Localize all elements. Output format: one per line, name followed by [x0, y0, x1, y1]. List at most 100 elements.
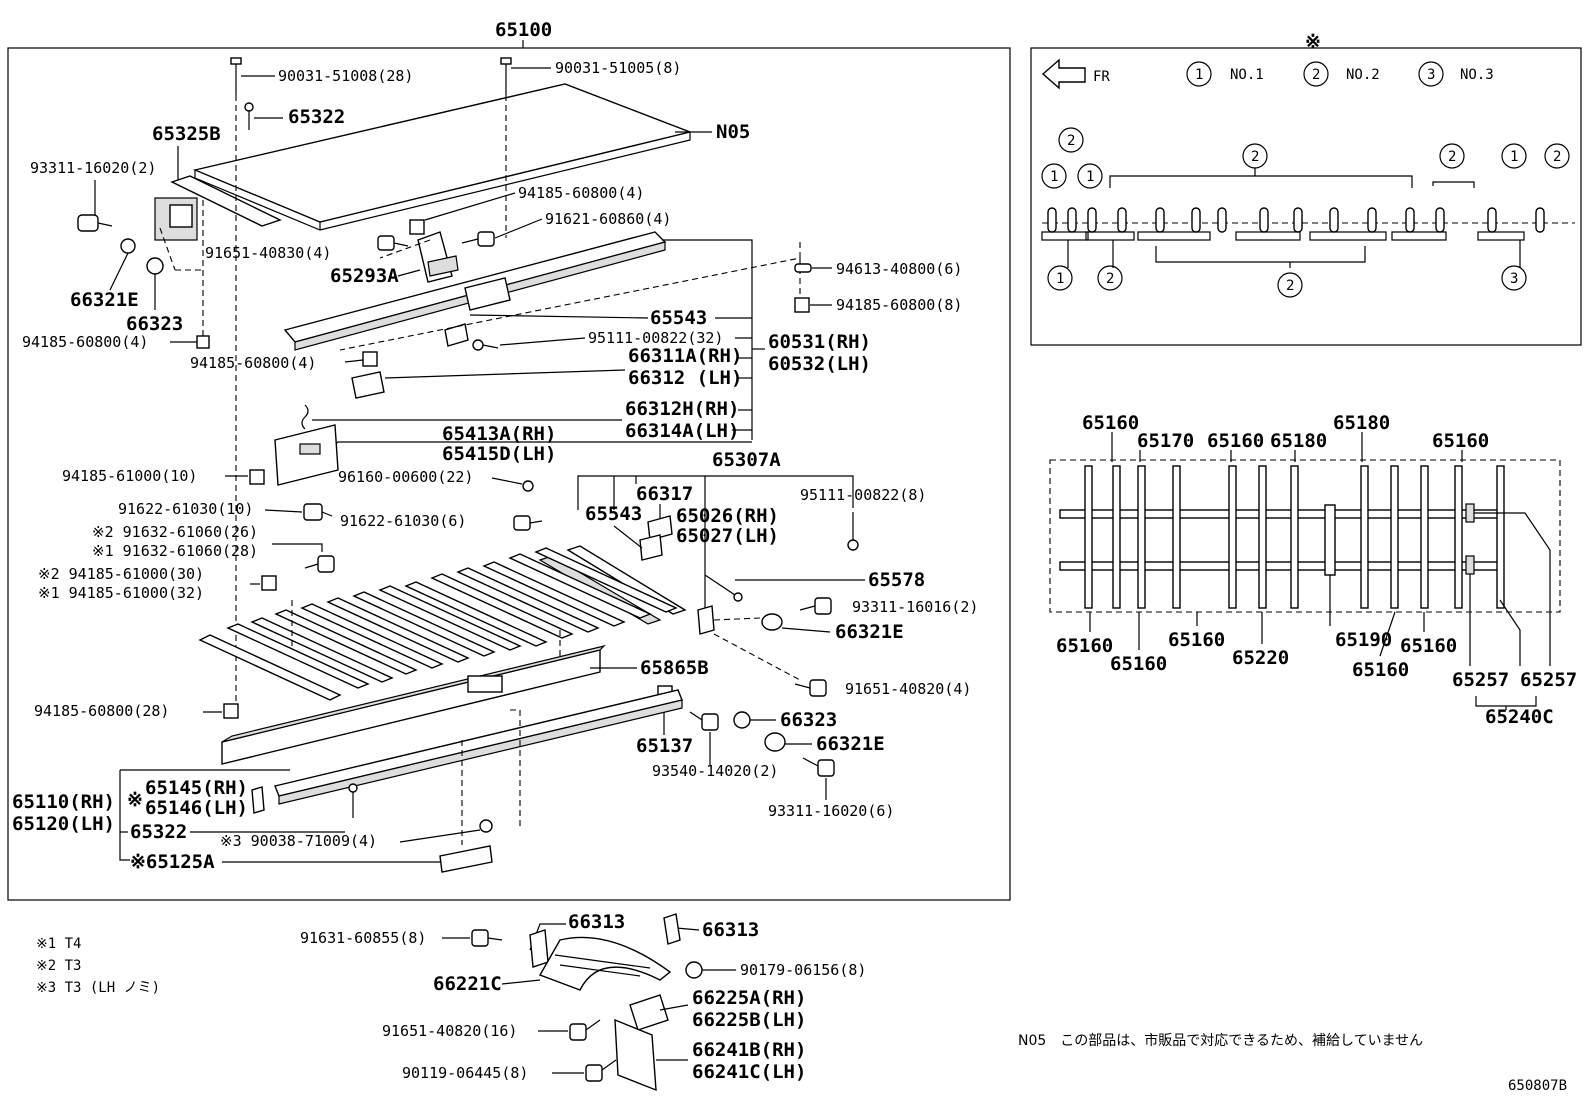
label-65325b[interactable]: 65325B [152, 123, 221, 145]
label-65322-b[interactable]: 65322 [130, 821, 187, 843]
label-65026[interactable]: 65026(RH) [676, 505, 779, 527]
label-94185-60800-4c[interactable]: 94185-60800(4) [190, 354, 316, 372]
label-66225a[interactable]: 66225A(RH) [692, 987, 806, 1009]
label-95111-00822-32[interactable]: 95111-00822(32) [588, 329, 723, 347]
label-93311-16020-6[interactable]: 93311-16020(6) [768, 802, 894, 820]
label-65865b[interactable]: 65865B [640, 657, 709, 679]
label-91622-61030-6[interactable]: 91622-61030(6) [340, 512, 466, 530]
layout-assembly[interactable]: 65240C [1485, 706, 1554, 728]
washer-icon [479, 819, 493, 833]
label-66313-b[interactable]: 66313 [702, 919, 759, 941]
layout-bottom-1[interactable]: 65160 [1110, 653, 1167, 675]
label-90119-06445[interactable]: 90119-06445(8) [402, 1064, 528, 1082]
label-91632-61060-28[interactable]: ※1 91632-61060(28) [92, 542, 258, 560]
label-95111-00822-8[interactable]: 95111-00822(8) [800, 486, 926, 504]
slat-marker [1047, 207, 1057, 233]
crossmember-bar [1290, 465, 1299, 609]
label-94185-61000-32[interactable]: ※1 94185-61000(32) [38, 584, 204, 602]
label-65293a[interactable]: 65293A [330, 265, 399, 287]
label-91621-60860[interactable]: 91621-60860(4) [545, 210, 671, 228]
label-93311-16020-2[interactable]: 93311-16020(2) [30, 159, 156, 177]
mudguard-group: 91631-60855(8) 66313 66313 66221C 90179-… [300, 911, 866, 1092]
label-91651-40820-4[interactable]: 91651-40820(4) [845, 680, 971, 698]
label-90031-51005[interactable]: 90031-51005(8) [555, 59, 681, 77]
label-66312h[interactable]: 66312H(RH) [625, 398, 739, 420]
layout-top-0[interactable]: 65160 [1082, 412, 1139, 434]
label-65307a[interactable]: 65307A [712, 449, 781, 471]
label-94185-61000-10[interactable]: 94185-61000(10) [62, 467, 197, 485]
label-91651-40820-16[interactable]: 91651-40820(16) [382, 1022, 517, 1040]
label-65415d[interactable]: 65415D(LH) [442, 443, 556, 465]
label-66314a[interactable]: 66314A(LH) [625, 420, 739, 442]
label-94185-60800-8[interactable]: 94185-60800(8) [836, 296, 962, 314]
label-65413a[interactable]: 65413A(RH) [442, 423, 556, 445]
label-66321e-a[interactable]: 66321E [70, 289, 139, 311]
label-90179-06156[interactable]: 90179-06156(8) [740, 961, 866, 979]
label-94185-60800-4a[interactable]: 94185-60800(4) [22, 333, 148, 351]
label-94185-61000-30[interactable]: ※2 94185-61000(30) [38, 565, 204, 583]
label-91622-61030-10[interactable]: 91622-61030(10) [118, 500, 253, 518]
mark-65145: ※ [127, 789, 143, 811]
layout-top-2[interactable]: 65160 [1207, 430, 1264, 452]
label-66221c[interactable]: 66221C [433, 973, 502, 995]
label-93540-14020[interactable]: 93540-14020(2) [652, 762, 778, 780]
label-96160-00600[interactable]: 96160-00600(22) [338, 468, 473, 486]
label-65137[interactable]: 65137 [636, 735, 693, 757]
layout-bottom-6[interactable]: 65160 [1400, 635, 1457, 657]
label-66313-a[interactable]: 66313 [568, 911, 625, 933]
note-3: ※3 T3 (LH ノミ) [36, 980, 160, 996]
layout-bottom-2[interactable]: 65160 [1168, 629, 1225, 651]
layout-bottom-7[interactable]: 65257 [1452, 669, 1509, 691]
label-65120[interactable]: 65120(LH) [12, 813, 115, 835]
label-94613-40800[interactable]: 94613-40800(6) [836, 260, 962, 278]
bolt-icon [569, 1019, 601, 1041]
label-66241c[interactable]: 66241C(LH) [692, 1061, 806, 1083]
layout-top-4[interactable]: 65180 [1333, 412, 1390, 434]
label-65125a[interactable]: ※65125A [130, 851, 215, 873]
layout-top-1[interactable]: 65170 [1137, 430, 1194, 452]
label-65110[interactable]: 65110(RH) [12, 791, 115, 813]
layout-top-5[interactable]: 65160 [1432, 430, 1489, 452]
label-60531[interactable]: 60531(RH) [768, 331, 871, 353]
label-60532[interactable]: 60532(LH) [768, 353, 871, 375]
assembly-number[interactable]: 65100 [495, 19, 552, 41]
slat-marker [1117, 207, 1127, 233]
label-66317[interactable]: 66317 [636, 483, 693, 505]
layout-bottom-4[interactable]: 65190 [1335, 629, 1392, 651]
bolt-icon [500, 57, 512, 95]
label-94185-60800-28[interactable]: 94185-60800(28) [34, 702, 169, 720]
label-93311-16016[interactable]: 93311-16016(2) [852, 598, 978, 616]
label-65543-a[interactable]: 65543 [650, 307, 707, 329]
label-66323-a[interactable]: 66323 [126, 313, 183, 335]
label-91632-61060-26[interactable]: ※2 91632-61060(26) [92, 523, 258, 541]
label-65027[interactable]: 65027(LH) [676, 525, 779, 547]
label-91631-60855[interactable]: 91631-60855(8) [300, 929, 426, 947]
label-65322-top[interactable]: 65322 [288, 106, 345, 128]
label-66241b[interactable]: 66241B(RH) [692, 1039, 806, 1061]
label-94185-60800-4b[interactable]: 94185-60800(4) [518, 184, 644, 202]
label-66311a[interactable]: 66311A(RH) [628, 345, 742, 367]
label-65578[interactable]: 65578 [868, 569, 925, 591]
label-66323-b[interactable]: 66323 [780, 709, 837, 731]
label-65146[interactable]: 65146(LH) [145, 797, 248, 819]
layout-top-3[interactable]: 65180 [1270, 430, 1327, 452]
label-65543-b[interactable]: 65543 [585, 503, 642, 525]
label-65145[interactable]: 65145(RH) [145, 777, 248, 799]
layout-bottom-3[interactable]: 65220 [1232, 647, 1289, 669]
label-66225b[interactable]: 66225B(LH) [692, 1009, 806, 1031]
bracket-65145 [251, 786, 265, 814]
label-66321e-b[interactable]: 66321E [835, 621, 904, 643]
slat-pad [1309, 231, 1387, 241]
layout-bottom-5[interactable]: 65160 [1352, 659, 1409, 681]
label-n05[interactable]: N05 [716, 121, 750, 143]
layout-bottom-0[interactable]: 65160 [1056, 635, 1113, 657]
label-90038-71009[interactable]: ※3 90038-71009(4) [220, 832, 377, 850]
legend-slat-c2: 2 [1251, 149, 1259, 165]
label-66312[interactable]: 66312 (LH) [628, 367, 742, 389]
label-90031-51008[interactable]: 90031-51008(28) [278, 67, 413, 85]
label-66321e-c[interactable]: 66321E [816, 733, 885, 755]
label-91651-40830[interactable]: 91651-40830(4) [205, 244, 331, 262]
note-1: ※1 T4 [36, 936, 81, 952]
layout-bottom-8[interactable]: 65257 [1520, 669, 1577, 691]
